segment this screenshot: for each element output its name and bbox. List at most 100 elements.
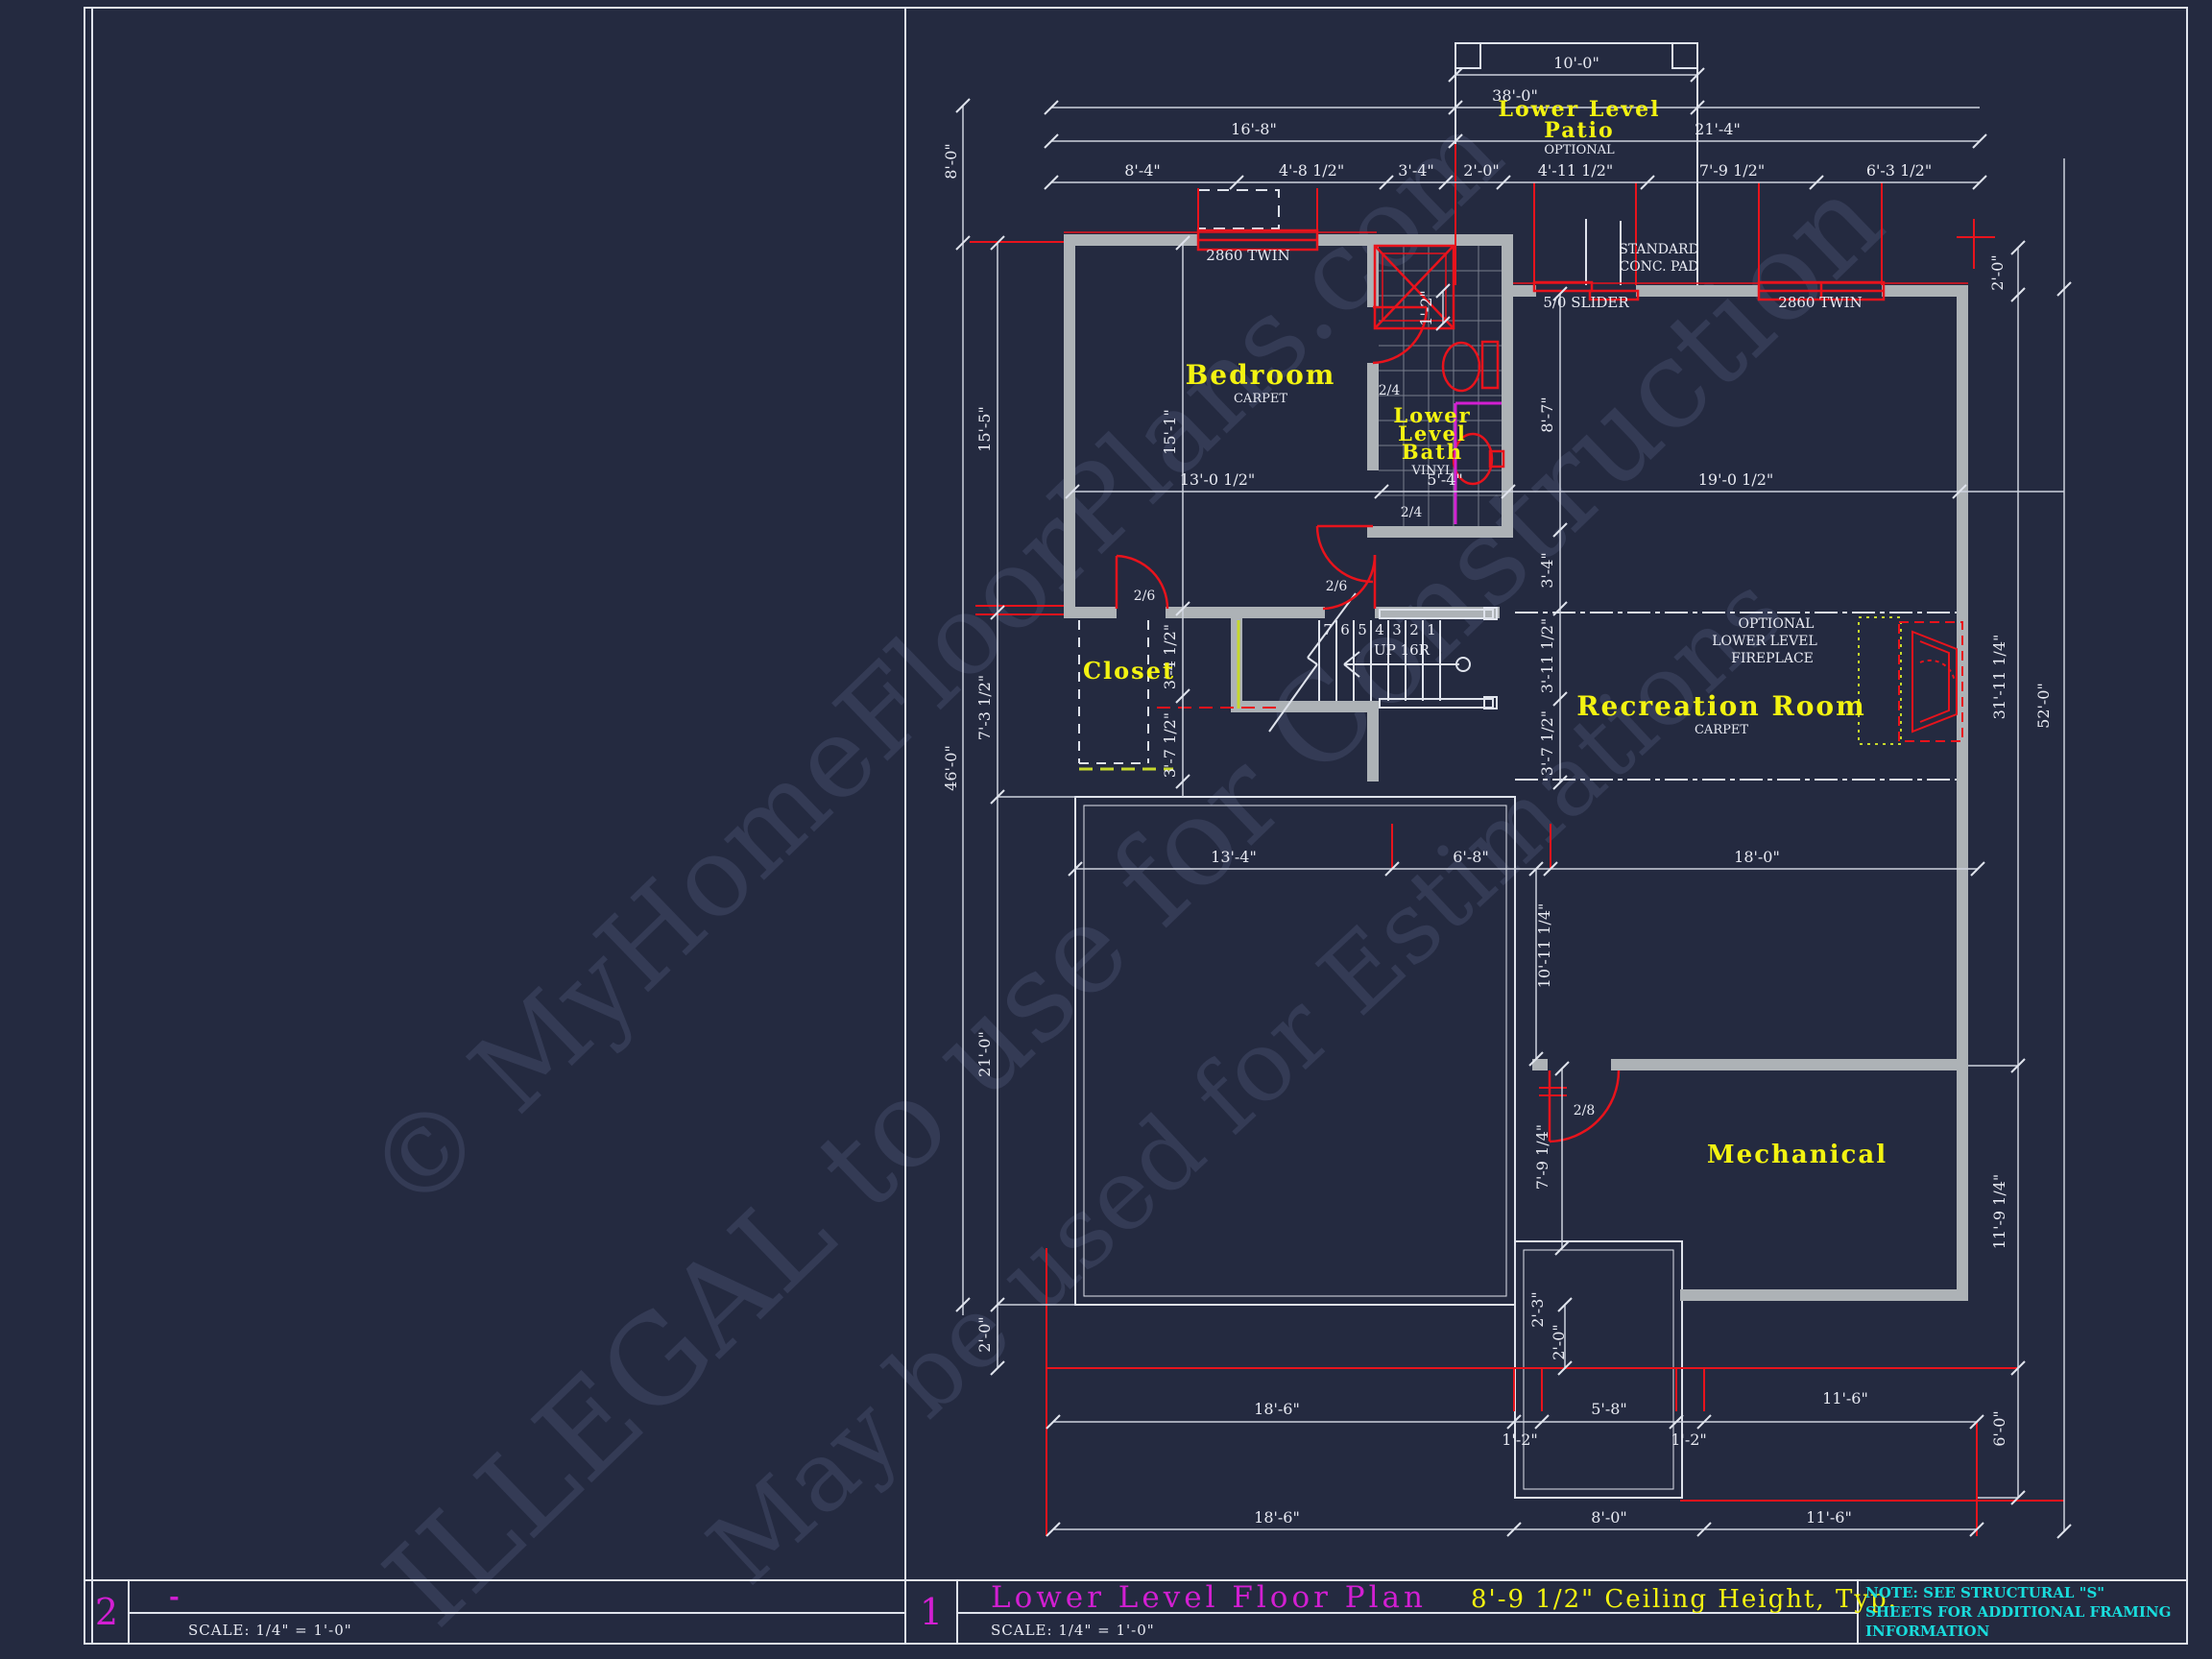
structural-note-line: SHEETS FOR ADDITIONAL FRAMING [1865, 1603, 2171, 1621]
annotation-label: OPTIONAL [1739, 616, 1815, 632]
dim-tick [990, 1297, 1005, 1312]
plan-title: Lower Level Floor Plan [991, 1580, 1427, 1615]
title-block: 2 - SCALE: 1/4" = 1'-0" 1 Lower Level Fl… [95, 1580, 2171, 1644]
dimension-label: 16'-8" [1231, 120, 1277, 138]
detail-2-scale: SCALE: 1/4" = 1'-0" [188, 1622, 352, 1639]
dimension-label: 18'-6" [1254, 1508, 1300, 1527]
annotation-label: CONC. PAD [1619, 259, 1698, 275]
dim-tick [1552, 691, 1568, 707]
annotation-label: VINYL [1410, 464, 1453, 478]
dimension-label: 1'-2" [1671, 1431, 1707, 1449]
dimension-label: 8'-0" [1591, 1508, 1627, 1527]
dim-tick [1557, 1360, 1573, 1376]
dim-tick [1552, 775, 1568, 790]
dim-tick [1969, 1414, 1984, 1430]
dim-tick [1972, 175, 1987, 190]
dimension-label: 13'-0 1/2" [1180, 470, 1256, 489]
dim-tick [1496, 175, 1511, 190]
dim-tick [2010, 1490, 2026, 1505]
dimension-label: 1'-2" [1502, 1431, 1538, 1449]
dim-tick [1175, 601, 1190, 616]
dim-tick [1690, 67, 1705, 83]
door-bath-upper-2-4 [1372, 305, 1429, 365]
dim-tick [990, 235, 1005, 251]
annotation-label: CARPET [1695, 723, 1748, 737]
detail-2-title: - [169, 1583, 180, 1612]
dimension-label: 15'-5" [975, 406, 994, 452]
dim-tick [955, 98, 971, 113]
structural-note-line: INFORMATION [1865, 1623, 1990, 1640]
room-label: Recreation Room [1576, 690, 1865, 722]
annotation-label: FIREPLACE [1731, 651, 1814, 666]
dim-tick [1552, 522, 1568, 538]
dim-tick [2056, 281, 2072, 297]
stair-tread-number: 3 [1392, 621, 1402, 638]
dim-tick [1970, 861, 1985, 877]
dimension-label: 3'-11 1/2" [1538, 618, 1556, 694]
dim-tick [1952, 484, 1967, 499]
dimension-label: 18'-0" [1734, 848, 1780, 866]
dimension-ticks [955, 67, 2072, 1539]
dimension-label: 3'-4" [1538, 552, 1556, 589]
room-label: Mechanical [1707, 1141, 1887, 1169]
red-annotations [970, 144, 2064, 1536]
dimension-label: 6'-3 1/2" [1866, 161, 1932, 180]
room-label: Lower Level [1499, 97, 1661, 122]
dim-tick [1044, 133, 1059, 149]
dim-tick [990, 605, 1005, 620]
room-label: Lower [1393, 403, 1471, 427]
sheet-border [84, 7, 2188, 1645]
dim-tick [1696, 1414, 1712, 1430]
dim-tick [1554, 1061, 1570, 1076]
annotation-label: 2860 TWIN [1778, 294, 1862, 311]
ceiling-height-note: 8'-9 1/2" Ceiling Height, Typ. [1471, 1585, 1898, 1614]
dimension-label: 18'-6" [1254, 1400, 1300, 1418]
room-label: Bath [1402, 440, 1463, 464]
dim-tick [1969, 1522, 1984, 1537]
dimension-label: 11'-9 1/4" [1990, 1174, 2008, 1250]
dim-tick [1534, 1414, 1550, 1430]
dimension-label: 11'-6" [1806, 1508, 1852, 1527]
stair-tread-number: 7 [1323, 621, 1333, 638]
detail-1-scale: SCALE: 1/4" = 1'-0" [991, 1622, 1155, 1639]
annotation-label: 2/8 [1574, 1103, 1596, 1118]
dimension-label: 1'-2" [1417, 290, 1435, 326]
dim-tick [2010, 240, 2026, 255]
dim-tick [1506, 1522, 1522, 1537]
dim-tick [1435, 283, 1451, 299]
dimension-lines [962, 74, 2065, 1531]
dim-tick [1552, 286, 1568, 301]
dim-tick [1065, 484, 1080, 499]
dim-tick [955, 1297, 971, 1312]
dim-tick [1438, 175, 1454, 190]
dim-tick [1972, 133, 1987, 149]
dim-tick [1696, 1522, 1712, 1537]
dimension-label: 3'-7 1/2" [1538, 710, 1556, 776]
door-mechanical-2-8 [1548, 1070, 1621, 1143]
vanity-counter [1454, 401, 1502, 524]
dim-tick [990, 1360, 1005, 1376]
annotation-label: 5/0 SLIDER [1543, 294, 1629, 311]
dimension-label: 8'-7" [1538, 397, 1556, 433]
dim-tick [1044, 175, 1059, 190]
dim-tick [1809, 175, 1824, 190]
structural-note-line: NOTE: SEE STRUCTURAL "S" [1865, 1584, 2104, 1601]
dimension-label: 2'-0" [1463, 161, 1500, 180]
dim-tick [1435, 316, 1451, 331]
annotation-label: CARPET [1234, 392, 1287, 406]
dim-tick [1448, 100, 1463, 115]
labels: 10'-0"38'-0"16'-8"21'-4"8'-4"4'-8 1/2"3'… [942, 54, 2053, 1527]
dimension-label: 2'-3" [1528, 1291, 1547, 1328]
beam-marker-lines [1079, 616, 1902, 771]
stair-tread-number: 2 [1409, 621, 1419, 638]
dim-tick [1175, 688, 1190, 704]
annotation-label: 2/6 [1326, 579, 1348, 594]
room-label: Level [1398, 421, 1467, 445]
dimension-label: 7'-9 1/2" [1699, 161, 1765, 180]
annotation-label: 2860 TWIN [1206, 247, 1289, 264]
toilet [1441, 340, 1500, 393]
dimension-label: 5'-8" [1591, 1400, 1627, 1418]
dimension-label: 3'-7 1/2" [1161, 712, 1179, 778]
